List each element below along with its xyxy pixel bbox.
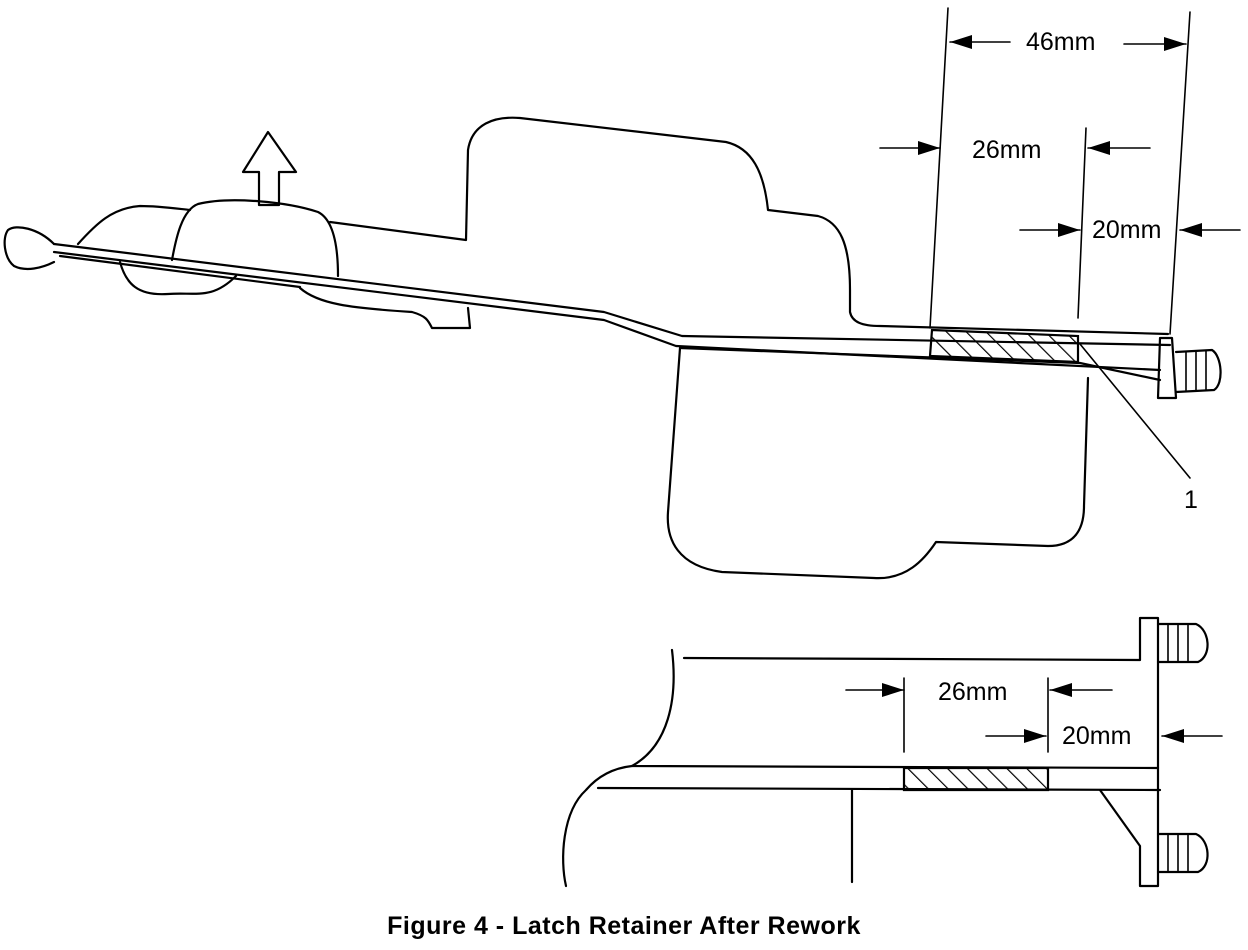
callout-leader-line (1079, 343, 1191, 479)
center-boss (170, 199, 340, 278)
top-view-dimensions: 46mm 26mm 20mm (879, 7, 1241, 335)
end-stud-ribs (1185, 350, 1207, 392)
detail-stud-lower-ribs (1167, 833, 1189, 873)
detail-body-left (562, 764, 634, 888)
ext-line-46-left (929, 7, 949, 329)
detail-stud-lower (1156, 832, 1209, 874)
dimension-20mm-label: 20mm (1092, 216, 1161, 244)
detail-top-edge (682, 616, 1160, 888)
detail-stud-upper (1156, 622, 1209, 664)
detail-dimension-20mm: 20mm (985, 722, 1223, 750)
left-upper-bump (76, 204, 192, 246)
dimension-26mm-label: 26mm (972, 136, 1041, 164)
end-stud (1174, 348, 1222, 394)
dimension-46mm: 46mm (949, 28, 1187, 56)
dimension-20mm: 20mm (1019, 216, 1241, 244)
figure-caption: Figure 4 - Latch Retainer After Rework (387, 912, 861, 940)
ext-line-46-right (1169, 11, 1191, 335)
dimension-46mm-label: 46mm (1026, 28, 1095, 56)
detail-rail-upper (596, 786, 1162, 792)
retainer-rail-upper (52, 242, 1172, 347)
pull-direction-arrow (241, 130, 298, 207)
lower-lobe-left (118, 260, 238, 296)
detail-view: 26mm 20mm (562, 616, 1223, 888)
retainer-lower-body (666, 346, 1090, 580)
detail-dimension-26mm: 26mm (845, 678, 1113, 706)
retainer-upper-body (328, 116, 1170, 336)
rework-hatched-area (928, 328, 1080, 364)
detail-body-upper (630, 648, 1160, 770)
latch-retainer-top-view: 1 (3, 116, 1222, 580)
ext-line-26-right (1077, 127, 1087, 319)
detail-rework-hatched-area (902, 766, 1050, 792)
retainer-rail-bottom (58, 254, 1162, 382)
detail-dimension-26mm-label: 26mm (938, 678, 1007, 706)
end-cap (1156, 336, 1178, 400)
left-clip-tip (3, 226, 56, 271)
lower-lobe-middle (298, 286, 472, 330)
detail-dimension-20mm-label: 20mm (1062, 722, 1131, 750)
dimension-26mm: 26mm (879, 136, 1151, 164)
detail-stud-upper-ribs (1167, 623, 1189, 663)
callout-number: 1 (1184, 486, 1198, 514)
